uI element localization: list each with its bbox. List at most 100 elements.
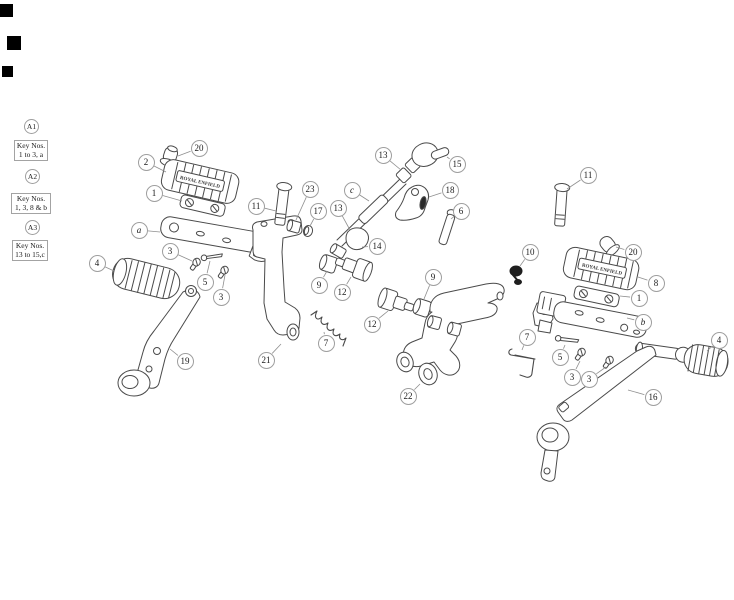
callout-3-34: 3: [563, 368, 581, 386]
callout-21-12: 21: [257, 351, 275, 369]
callout-20-29: 20: [624, 243, 642, 261]
part-plug-20-right: [599, 235, 620, 257]
callout-12-14: 12: [333, 283, 351, 301]
black-square-1: [0, 4, 13, 17]
leader-line-15-17: [446, 156, 450, 160]
leader-line-c-18: [359, 194, 370, 202]
leader-line-6-21: [450, 216, 455, 220]
callout-8-30: 8: [647, 274, 665, 292]
legend-circle-a3: A3: [25, 220, 40, 235]
leader-line-16-37: [627, 389, 645, 395]
part-lever-18: [395, 184, 430, 221]
leader-line-4-36: [706, 345, 713, 352]
callout-16-37: 16: [644, 388, 662, 406]
leader-line-8-30: [637, 276, 648, 281]
part-spring-7-middle: [508, 348, 536, 378]
callout-4-36: 4: [710, 331, 728, 349]
legend-box-a1-line1: Key Nos.: [16, 141, 46, 150]
part-pin-12-middle: [377, 287, 415, 312]
callout-6-21: 6: [452, 202, 470, 220]
leader-line-3-7: [178, 254, 193, 262]
callout-3-35: 3: [580, 370, 598, 388]
part-plug-20-left: [159, 145, 179, 168]
callout-a-3: a: [130, 221, 148, 239]
leader-line-1-2: [162, 195, 183, 202]
legend-box-a1-line2: 1 to 3, a: [18, 149, 44, 159]
callout-1-2: 1: [145, 184, 163, 202]
part-pin-12-left: [334, 257, 373, 282]
callout-12-23: 12: [363, 315, 381, 333]
callout-10-25: 10: [521, 243, 539, 261]
callout-11-28: 11: [579, 166, 597, 184]
part-footrest-rubber-2: ROYAL ENFIELD: [160, 159, 240, 204]
part-split-pin-5-right: [554, 335, 580, 343]
part-washer-17: [302, 225, 314, 237]
callout-18-20: 18: [441, 181, 459, 199]
part-hanger-plate-b: [536, 291, 648, 338]
callout-5-33: 5: [551, 348, 569, 366]
leader-line-19-11: [169, 348, 179, 356]
callout-c-18: c: [343, 181, 361, 199]
leader-line-20-0: [177, 150, 191, 157]
callout-3-7: 3: [161, 242, 179, 260]
callout-b-32: b: [634, 313, 652, 331]
callout-1-31: 1: [630, 289, 648, 307]
part-bolt-11-left: [274, 182, 293, 226]
leader-line-23-5: [295, 197, 307, 221]
callout-15-17: 15: [448, 155, 466, 173]
callout-7-15: 7: [317, 334, 335, 352]
callout-13-19: 13: [329, 199, 347, 217]
leader-line-1-31: [619, 295, 631, 298]
callout-22-26: 22: [399, 387, 417, 405]
leader-line-3-34: [575, 360, 581, 370]
part-split-pin-5-left: [200, 253, 223, 262]
leader-line-2-1: [153, 165, 167, 173]
part-ball-joint-14: [345, 227, 369, 251]
leader-line-21-12: [271, 343, 282, 354]
part-lever-rubber-4-left: [112, 257, 181, 300]
callout-4-10: 4: [88, 254, 106, 272]
legend-box-a3: Key Nos. 13 to 15,c: [12, 240, 48, 261]
callout-5-8: 5: [196, 273, 214, 291]
leader-line-9-24: [423, 285, 430, 300]
callout-11-4: 11: [247, 197, 265, 215]
leader-line-3-35: [596, 366, 607, 375]
part-screw-3-left-1: [189, 257, 201, 271]
callout-9-13: 9: [310, 276, 328, 294]
leader-line-5-33: [563, 344, 566, 349]
black-square-2: [7, 36, 21, 50]
legend-box-a2-line1: Key Nos.: [16, 194, 46, 203]
part-screw-3-right-1: [574, 347, 586, 361]
leader-line-a-3: [147, 230, 161, 233]
part-adjuster-rod-13-c: [329, 142, 450, 259]
part-gear-lever-19: [117, 285, 201, 397]
callout-13-16: 13: [374, 146, 392, 164]
part-screw-3-right-2: [602, 355, 614, 369]
leader-line-20-29: [615, 246, 625, 250]
legend-box-a3-line1: Key Nos.: [15, 241, 45, 250]
callout-17-6: 17: [309, 202, 327, 220]
part-bush-23: [286, 219, 302, 234]
part-bolt-11-right: [554, 183, 571, 227]
part-screw-3-left-2: [217, 265, 229, 279]
legend-box-a2-line2: 1, 3, 8 & b: [14, 202, 48, 212]
callout-14-22: 14: [368, 237, 386, 255]
part-spring-7-left: [310, 310, 347, 347]
leader-line-3-9: [222, 274, 226, 289]
leader-line-11-28: [566, 179, 581, 190]
part-grommet-10: [509, 265, 523, 285]
callout-9-24: 9: [424, 268, 442, 286]
leader-line-7-27: [521, 345, 525, 351]
part-clamp-1-right: [573, 285, 620, 308]
part-ball-stud-15: [430, 147, 450, 160]
part-bush-9-left: [318, 254, 339, 274]
callout-19-11: 19: [176, 352, 194, 370]
leader-line-17-6: [309, 218, 315, 227]
legend-box-a3-line2: 13 to 15,c: [15, 249, 45, 259]
callout-3-9: 3: [212, 288, 230, 306]
leader-line-18-20: [428, 192, 442, 198]
callout-2-1: 2: [137, 153, 155, 171]
legend-box-a2: Key Nos. 1, 3, 8 & b: [11, 193, 51, 214]
